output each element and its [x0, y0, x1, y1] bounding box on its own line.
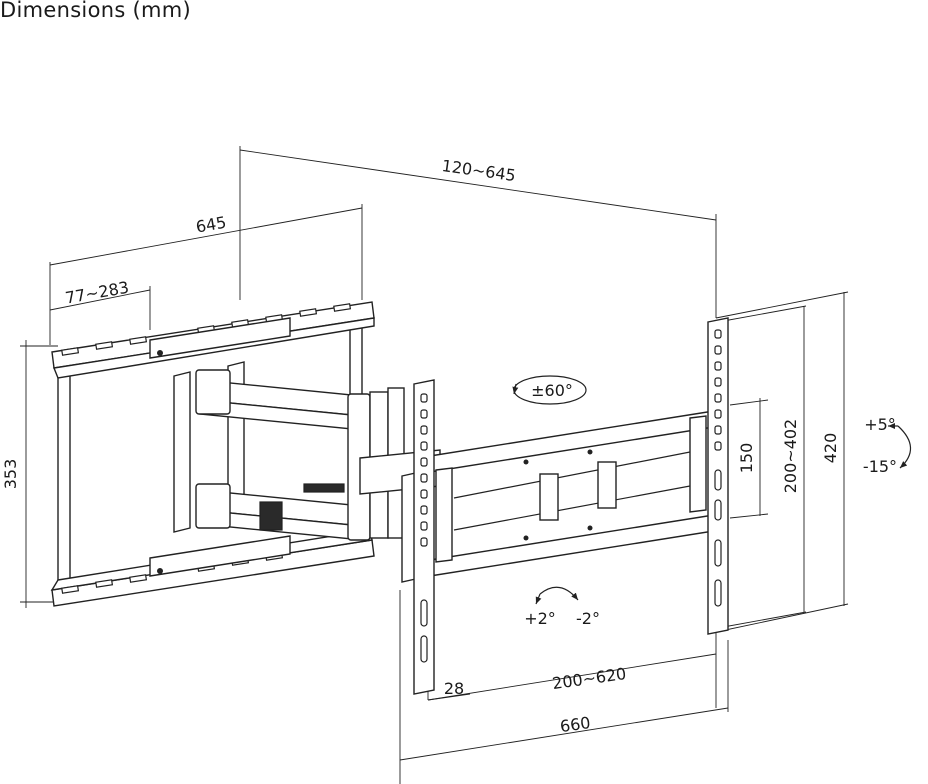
- rot-tilt-up: +5°: [864, 415, 896, 434]
- dimension-labels: 120~645 645 77~283 353 150 200~402 420 2…: [1, 156, 897, 736]
- tv-bracket: [401, 317, 729, 695]
- level-arrow-icon: [539, 586, 579, 601]
- dim-vesa-vertical-150: 150: [737, 443, 756, 474]
- rot-swivel: ±60°: [531, 381, 573, 400]
- dim-wall-plate-height: 353: [1, 459, 20, 490]
- dim-bracket-width: 660: [559, 713, 592, 736]
- wall-plate: [50, 301, 375, 607]
- page-title: Dimensions (mm): [0, 0, 192, 22]
- tilt-arrow-icon: [897, 425, 912, 469]
- dim-vesa-horizontal: 200~620: [551, 664, 627, 693]
- dim-bracket-height: 420: [821, 433, 840, 464]
- dim-vesa-vertical: 200~402: [781, 419, 800, 493]
- dim-rail-offset: 28: [444, 679, 464, 698]
- rot-level-plus: +2°: [524, 609, 556, 628]
- dimension-lines: [20, 146, 849, 784]
- rot-level-minus: -2°: [576, 609, 600, 628]
- arms: [195, 369, 441, 541]
- rotation-symbols: [512, 375, 912, 605]
- rot-tilt-down: -15°: [863, 457, 897, 476]
- dim-wall-plate-spacing: 77~283: [64, 278, 131, 308]
